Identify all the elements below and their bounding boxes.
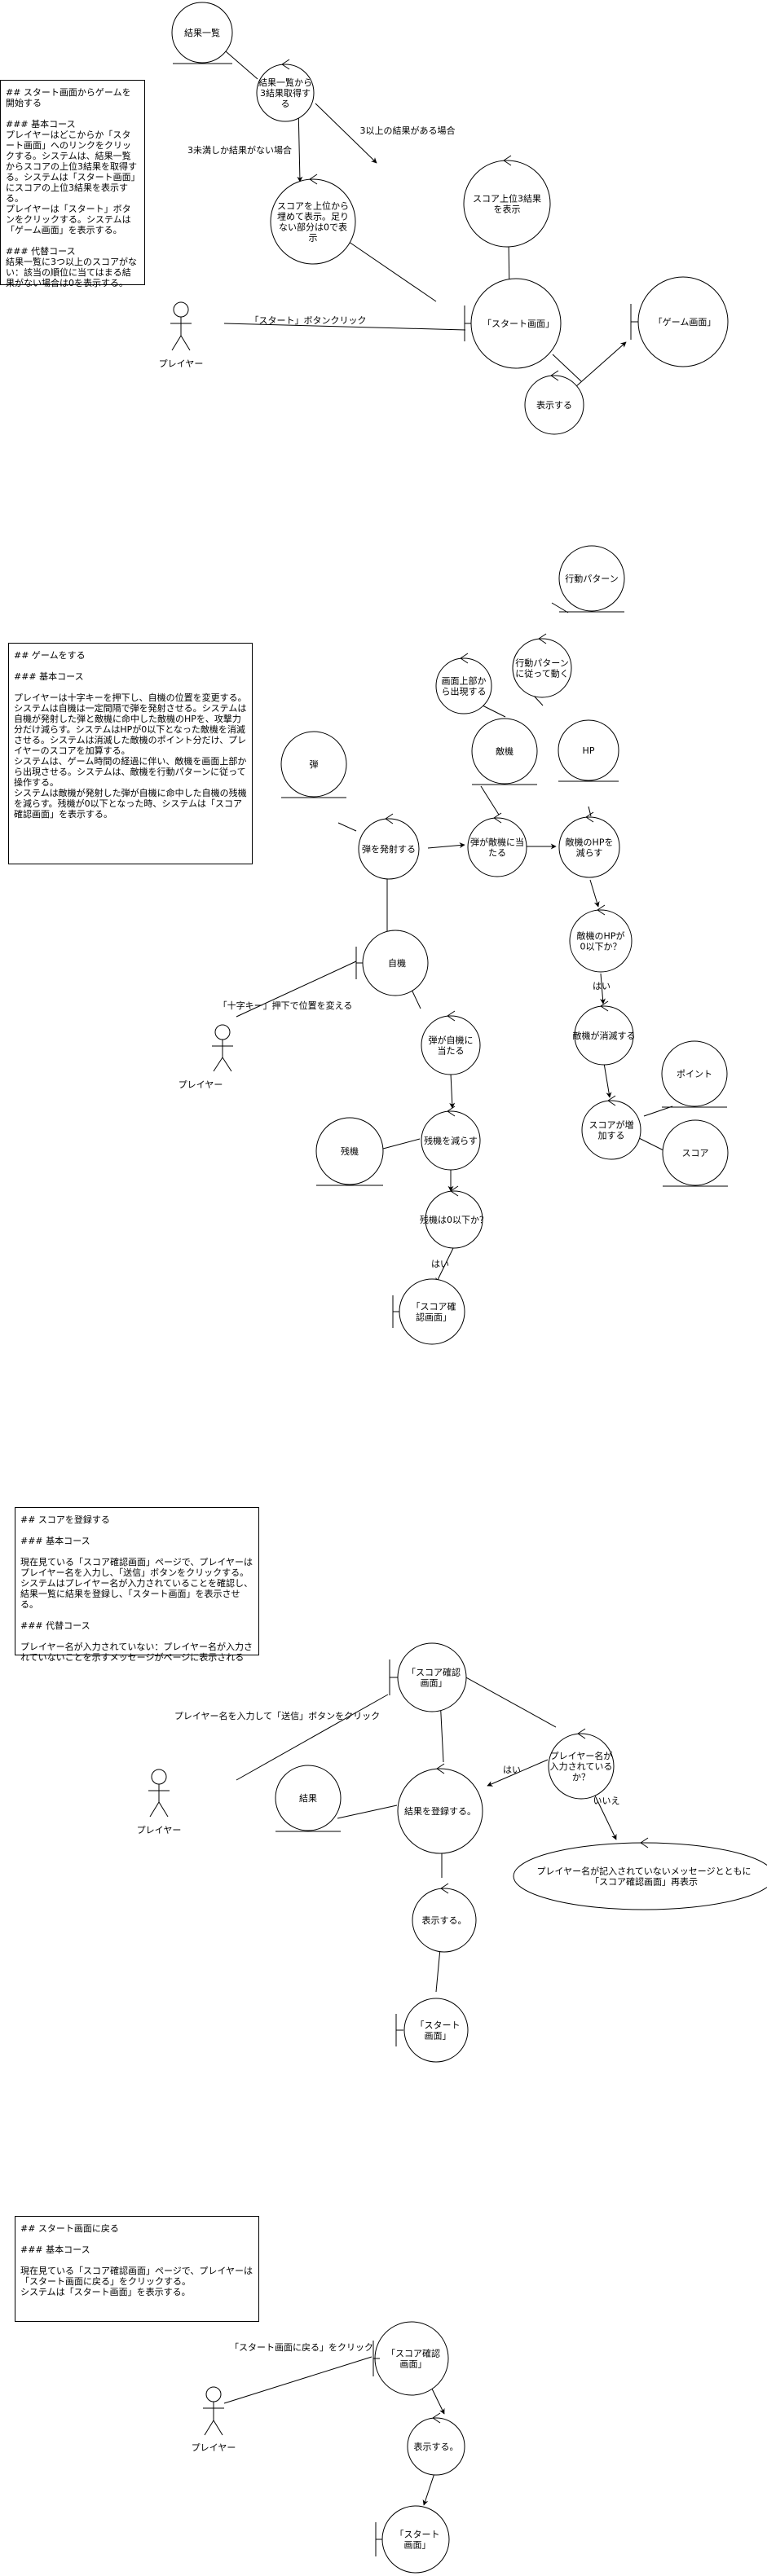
control-get-top3 bbox=[256, 59, 315, 122]
edge-label-no-3: いいえ bbox=[593, 1796, 620, 1806]
label-start-screen-3: 「スタート画面」 bbox=[416, 2020, 461, 2042]
edge-label-cross-key: 「十字キー」押下で位置を変える bbox=[218, 1000, 353, 1011]
boundary-game-screen bbox=[630, 276, 729, 367]
label-player-3: プレイヤー bbox=[137, 1825, 182, 1835]
note-register-score: ## スコアを登録する ### 基本コース 現在見ている「スコア確認画面」ページ… bbox=[15, 1507, 259, 1663]
boundary-start-screen bbox=[464, 278, 562, 369]
label-lives-check: 残機は0以下か？ bbox=[420, 1214, 488, 1225]
label-player-1: プレイヤー bbox=[159, 358, 204, 369]
label-point: ポイント bbox=[677, 1069, 712, 1079]
boundary-player-ship bbox=[355, 930, 429, 996]
entity-lives bbox=[315, 1117, 384, 1186]
label-destroy-enemy: 敵機が消滅する bbox=[573, 1030, 636, 1041]
boundary-start-screen-4 bbox=[375, 2505, 450, 2574]
control-display-1 bbox=[524, 370, 584, 435]
control-destroy-enemy bbox=[574, 1000, 634, 1066]
label-fire: 弾を発射する bbox=[362, 843, 416, 855]
control-lives-check bbox=[425, 1185, 483, 1249]
label-start-screen: 「スタート画面」 bbox=[483, 319, 554, 329]
control-display-3 bbox=[412, 1883, 477, 1953]
note-play-game: ## ゲームをする ### 基本コース プレイヤーは十字キーを押下し、自機の位置… bbox=[8, 643, 253, 864]
control-name-check bbox=[548, 1728, 615, 1800]
label-name-check: プレイヤー名が入力されているか？ bbox=[550, 1750, 613, 1783]
note-back-to-start: ## スタート画面に戻る ### 基本コース 現在見ている「スコア確認画面」ペー… bbox=[15, 2216, 259, 2322]
label-hit-enemy: 弾が敵機に当たる bbox=[470, 837, 524, 859]
entity-result bbox=[275, 1765, 342, 1832]
control-hp-check bbox=[569, 904, 633, 973]
label-action-pattern: 行動パターン bbox=[565, 573, 618, 584]
control-register-result bbox=[397, 1763, 483, 1854]
label-reduce-lives: 残機を減らす bbox=[424, 1135, 478, 1146]
entity-results-list bbox=[171, 2, 233, 64]
label-display-1: 表示する bbox=[536, 399, 572, 411]
entity-hp bbox=[558, 719, 619, 782]
control-follow-pattern bbox=[512, 633, 572, 698]
control-reduce-lives bbox=[421, 1106, 481, 1171]
edge-label-yes-hp: はい bbox=[593, 981, 611, 991]
control-appear-top bbox=[435, 653, 492, 714]
label-score-confirm-2: 「スコア確認画面」 bbox=[407, 1667, 461, 1689]
label-lives: 残機 bbox=[341, 1145, 359, 1157]
label-add-score: スコアが増加する bbox=[589, 1119, 634, 1141]
edge-label-yes-3: はい bbox=[503, 1765, 521, 1775]
label-start-screen-4: 「スタート画面」 bbox=[395, 2530, 440, 2551]
label-display-4: 表示する。 bbox=[414, 2441, 459, 2452]
label-player-2: プレイヤー bbox=[179, 1079, 223, 1090]
label-show-top3: スコア上位3結果を表示 bbox=[473, 193, 541, 215]
edge-label-input-send: プレイヤー名を入力して「送信」ボタンをクリック bbox=[174, 1710, 380, 1721]
actor-player-1 bbox=[170, 301, 192, 351]
label-score-confirm-4: 「スコア確認画面」 bbox=[386, 2348, 440, 2370]
label-error-message: プレイヤー名が記入されていないメッセージとともに「スコア確認画面」再表示 bbox=[536, 1866, 751, 1888]
label-follow-pattern: 行動パターンに従って動く bbox=[515, 657, 568, 679]
control-hit-player bbox=[421, 1010, 481, 1075]
control-hit-enemy bbox=[467, 812, 527, 877]
control-show-top3 bbox=[463, 155, 551, 248]
label-player-ship: 自機 bbox=[388, 957, 406, 969]
label-appear-top: 画面上部から出現する bbox=[442, 675, 487, 697]
control-fill-zero bbox=[270, 174, 356, 265]
boundary-score-confirm-4 bbox=[372, 2321, 449, 2396]
label-score-confirm-1: 「スコア確認画面」 bbox=[412, 1301, 456, 1323]
control-reduce-hp bbox=[558, 811, 620, 878]
label-bullet: 弾 bbox=[310, 759, 319, 770]
label-results-list: 結果一覧 bbox=[184, 27, 220, 38]
label-enemy: 敵機 bbox=[496, 745, 514, 757]
control-error-message bbox=[513, 1837, 767, 1910]
control-display-4 bbox=[407, 2412, 465, 2476]
control-add-score bbox=[581, 1095, 641, 1160]
boundary-score-confirm-1 bbox=[392, 1278, 465, 1345]
label-game-screen: 「ゲーム画面」 bbox=[654, 317, 716, 327]
label-hit-player: 弾が自機に当たる bbox=[429, 1035, 474, 1057]
actor-player-2 bbox=[212, 1024, 233, 1072]
actor-player-3 bbox=[148, 1769, 170, 1818]
edge-label-3plus: 3以上の結果がある場合 bbox=[360, 125, 456, 136]
entity-action-pattern bbox=[558, 545, 625, 613]
control-fire bbox=[358, 813, 420, 880]
entity-bullet bbox=[280, 731, 347, 798]
actor-player-4 bbox=[203, 2386, 224, 2436]
boundary-start-screen-3 bbox=[395, 1998, 469, 2063]
entity-score bbox=[662, 1119, 729, 1187]
boundary-score-confirm-2 bbox=[389, 1642, 467, 1712]
label-fill-zero: スコアを上位から埋めて表示。足りない部分は0で表示 bbox=[277, 200, 349, 244]
entity-point bbox=[661, 1040, 728, 1108]
edge-label-yes-lives: はい bbox=[431, 1259, 449, 1269]
label-player-4: プレイヤー bbox=[192, 2442, 236, 2453]
label-register-result: 結果を登録する。 bbox=[404, 1805, 476, 1817]
label-display-3: 表示する。 bbox=[422, 1914, 467, 1926]
note-start-game: ## スタート画面からゲームを開始する ### 基本コース プレイヤーはどこから… bbox=[0, 80, 145, 288]
edge-label-click-start: 「スタート」ボタンクリック bbox=[250, 315, 367, 326]
label-hp: HP bbox=[583, 745, 595, 756]
label-result: 結果 bbox=[299, 1792, 317, 1804]
edge-label-less3: 3未満しか結果がない場合 bbox=[187, 144, 292, 156]
label-reduce-hp: 敵機のHPを減らす bbox=[566, 837, 614, 859]
edge-label-back: 「スタート画面に戻る」をクリック bbox=[230, 2342, 373, 2353]
label-score: スコア bbox=[682, 1148, 709, 1158]
entity-enemy bbox=[471, 718, 538, 785]
